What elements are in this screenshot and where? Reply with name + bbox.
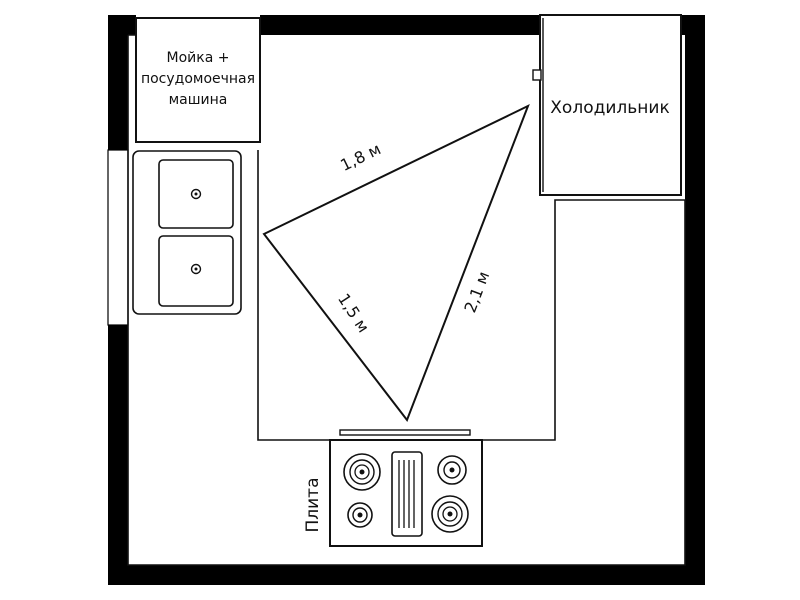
walls bbox=[107, 15, 705, 585]
drain-icon bbox=[190, 188, 202, 200]
triangle-outline bbox=[262, 103, 530, 423]
counter-outline bbox=[127, 35, 686, 566]
fridge-handle bbox=[532, 69, 542, 81]
wall-top bbox=[108, 15, 136, 35]
sink-bowl-bottom bbox=[158, 235, 234, 307]
wall-left-lower bbox=[108, 325, 128, 585]
drain-icon bbox=[190, 263, 202, 275]
drain-icon bbox=[194, 192, 198, 196]
distance-left: 1,5 м bbox=[334, 290, 373, 336]
wall-top-mid bbox=[260, 15, 540, 35]
sink-label-line1: Мойка + bbox=[167, 50, 230, 66]
sink-dishwasher-cabinet bbox=[135, 17, 261, 143]
left-opening bbox=[107, 149, 129, 326]
sink-label-line2: посудомоечная bbox=[141, 71, 255, 87]
wall-bottom bbox=[108, 565, 705, 585]
stove: Плита bbox=[303, 429, 483, 547]
refrigerator: Холодильник bbox=[532, 14, 682, 196]
burner-icon bbox=[347, 502, 373, 528]
burner-icon bbox=[437, 455, 467, 485]
stove-label: Плита bbox=[303, 477, 323, 532]
fridge-label: Холодильник bbox=[550, 98, 669, 118]
distance-top: 1,8 м bbox=[337, 139, 384, 175]
work-triangle: 1,8 м 1,5 м 2,1 м bbox=[262, 103, 530, 423]
sink-label-line3: машина bbox=[169, 92, 228, 108]
wall-top-left bbox=[108, 15, 128, 150]
double-sink bbox=[132, 150, 242, 315]
burner-icon bbox=[431, 495, 469, 533]
drain-icon bbox=[194, 267, 198, 271]
burner-icon bbox=[343, 453, 381, 491]
wall-right bbox=[685, 15, 705, 585]
distance-right: 2,1 м bbox=[460, 269, 493, 316]
grill-icon bbox=[391, 451, 423, 537]
fridge-body bbox=[539, 14, 682, 196]
stove-backsplash bbox=[339, 429, 471, 436]
